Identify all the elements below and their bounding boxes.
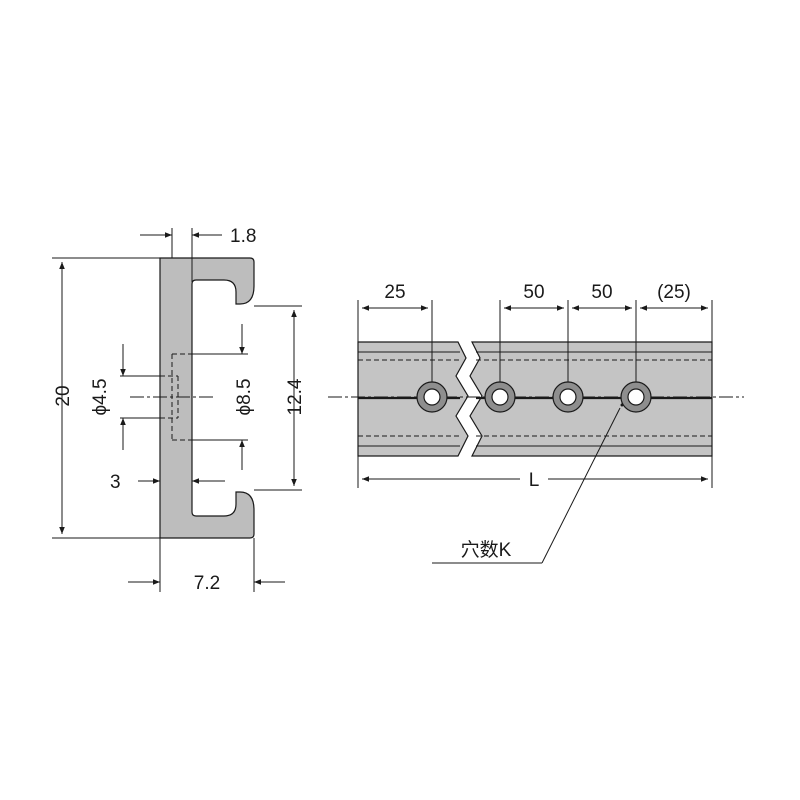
mounting-hole-4 — [620, 381, 652, 413]
mounting-hole-2 — [484, 381, 516, 413]
mounting-hole-1 — [416, 381, 448, 413]
dim-hole-small: ϕ4.5 — [90, 378, 111, 415]
dim-last-pitch: (25) — [657, 282, 691, 303]
dim-base-thickness: 3 — [110, 472, 121, 493]
dim-slot-height: 12.4 — [285, 378, 306, 415]
dim-first-pitch: 25 — [384, 282, 405, 303]
end-view-profile — [159, 257, 255, 539]
dim-height: 20 — [53, 385, 74, 406]
dim-pitch-1: 50 — [523, 282, 544, 303]
mounting-hole-3 — [552, 381, 584, 413]
side-view: 25 50 50 (25) L 穴数K — [328, 282, 744, 564]
dim-width: 7.2 — [194, 573, 220, 594]
dim-pitch-2: 50 — [591, 282, 612, 303]
dim-top-thickness: 1.8 — [230, 226, 256, 247]
dim-length: L — [529, 470, 540, 491]
dim-hole-large: ϕ8.5 — [234, 378, 255, 415]
end-view: 1.8 20 ϕ4.5 ϕ8.5 12.4 3 7.2 — [52, 226, 306, 594]
hole-count-label: 穴数K — [461, 539, 512, 561]
